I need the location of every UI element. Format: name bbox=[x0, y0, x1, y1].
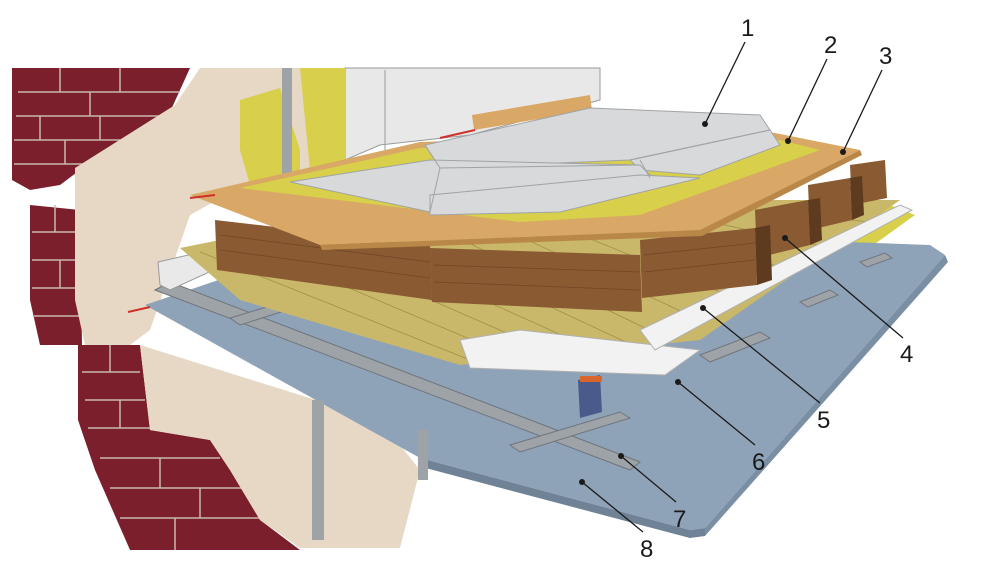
joist-front-2 bbox=[430, 248, 642, 312]
callout-6: 6 bbox=[675, 379, 765, 476]
steel-hanger-clip-top bbox=[580, 376, 602, 382]
vapor-barrier-tip-upper bbox=[189, 194, 216, 199]
skirting-board bbox=[472, 95, 592, 130]
callout-label-1: 1 bbox=[741, 15, 754, 42]
joist-end-shadow-3 bbox=[850, 176, 864, 220]
hanger-rod-mid bbox=[418, 430, 428, 480]
callout-label-7: 7 bbox=[673, 506, 686, 533]
callout-1: 1 bbox=[702, 15, 754, 127]
callout-label-3: 3 bbox=[879, 43, 892, 70]
steel-hanger-clip bbox=[578, 375, 602, 418]
callout-label-2: 2 bbox=[824, 32, 837, 59]
callout-4: 4 bbox=[782, 235, 913, 368]
lower-gypsum-sheet bbox=[459, 329, 702, 376]
callout-8: 8 bbox=[579, 479, 653, 563]
joist-end-shadow-1 bbox=[755, 225, 772, 285]
lower-gypsum-sheet-strip bbox=[639, 204, 914, 351]
steel-profile-cross-2 bbox=[508, 411, 632, 453]
brick-wall-middle bbox=[30, 205, 82, 345]
callout-label-4: 4 bbox=[900, 341, 913, 368]
timber-joists-layer-4 bbox=[215, 160, 887, 312]
brick-wall-upper bbox=[12, 68, 190, 190]
plaster-wall-lower bbox=[140, 345, 420, 548]
brick-wall-lower bbox=[78, 345, 300, 550]
brick-wall bbox=[12, 68, 300, 550]
steel-profile-back-2 bbox=[798, 289, 840, 308]
callout-3: 3 bbox=[840, 43, 892, 155]
callout-leaders: 1 2 3 4 5 bbox=[579, 15, 913, 563]
vapor-barrier-tip-wall bbox=[439, 129, 476, 139]
callout-7: 7 bbox=[618, 453, 686, 533]
callout-label-8: 8 bbox=[640, 536, 653, 563]
gypsum-boards-layer-1 bbox=[289, 107, 781, 216]
vapor-barrier-tip-lower bbox=[127, 306, 151, 313]
hanger-rod-left bbox=[312, 400, 324, 540]
wall-steel-stud bbox=[282, 68, 292, 178]
steel-profile-back-1 bbox=[698, 331, 772, 363]
callout-5: 5 bbox=[700, 305, 830, 434]
ceiling-board-edge bbox=[418, 458, 705, 538]
steel-profile-back-3 bbox=[858, 252, 894, 268]
callout-label-5: 5 bbox=[817, 407, 830, 434]
wall-insulation-column bbox=[300, 68, 345, 170]
brick-mortar-lines bbox=[14, 68, 270, 550]
callout-2: 2 bbox=[785, 32, 837, 144]
joist-end-shadow-2 bbox=[808, 198, 822, 245]
joist-front-3 bbox=[640, 228, 757, 298]
callout-label-6: 6 bbox=[752, 449, 765, 476]
gypsum-seams bbox=[424, 129, 771, 213]
